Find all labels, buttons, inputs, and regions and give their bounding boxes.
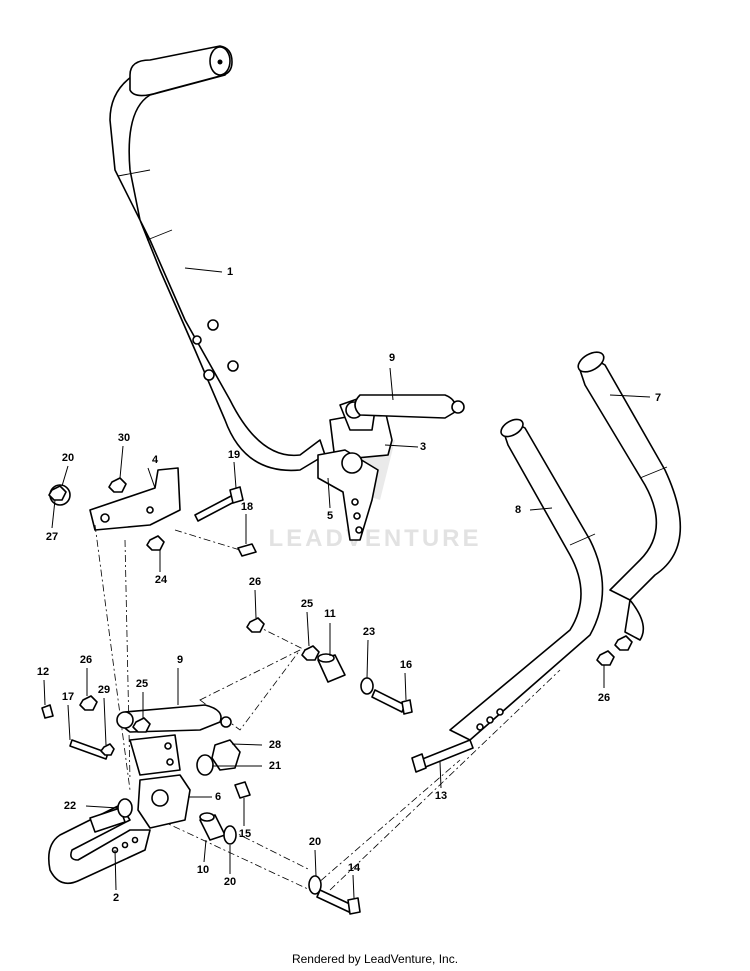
washer-23 — [360, 677, 374, 695]
callout-6: 6 — [215, 791, 221, 803]
callout-1: 1 — [227, 266, 233, 278]
lever-left-upper — [109, 45, 326, 472]
spacer-10 — [199, 812, 226, 841]
callout-22: 22 — [64, 800, 76, 812]
callout-14: 14 — [348, 862, 361, 874]
assembly-line-8 — [254, 624, 306, 651]
pin-18 — [237, 543, 257, 557]
callout-19: 19 — [228, 449, 240, 461]
callout-26-left: 26 — [80, 654, 92, 666]
bracket-4 — [89, 467, 181, 531]
nut-26-left — [79, 695, 98, 711]
callout-20-bottom: 20 — [309, 836, 321, 848]
bolt-14 — [316, 889, 361, 915]
washer-20-bottom — [308, 875, 322, 895]
bracket-lower — [129, 734, 181, 776]
bolt-17 — [69, 739, 109, 760]
nut-24 — [146, 535, 165, 551]
washer-22 — [117, 798, 133, 818]
callout-30: 30 — [118, 432, 130, 444]
watermark-text: LEADVENTURE — [268, 525, 481, 552]
callout-20-lower: 20 — [224, 876, 236, 888]
bolt-15 — [234, 781, 251, 799]
callout-17: 17 — [62, 691, 74, 703]
callouts: 1 2 3 4 5 6 7 8 9 9 10 11 12 13 14 15 16… — [37, 266, 661, 904]
nut-25-mid — [301, 645, 320, 661]
callout-3: 3 — [420, 441, 426, 453]
callout-8: 8 — [515, 504, 521, 516]
callout-7: 7 — [655, 392, 661, 404]
setscrew-12 — [41, 704, 54, 719]
washer-21 — [196, 754, 214, 776]
callout-20-top: 20 — [62, 452, 74, 464]
leader-lines — [43, 267, 651, 899]
nut-25-lower — [132, 717, 151, 733]
callout-10: 10 — [197, 864, 209, 876]
callout-25-lower: 25 — [136, 678, 148, 690]
callout-11: 11 — [324, 608, 336, 620]
callout-4: 4 — [152, 454, 159, 466]
callout-5: 5 — [327, 510, 333, 522]
callout-23: 23 — [363, 626, 375, 638]
spacer-11 — [317, 653, 346, 683]
assembly-line-6 — [329, 669, 561, 891]
callout-25-mid: 25 — [301, 598, 313, 610]
assembly-line-2 — [174, 529, 241, 551]
callout-29: 29 — [98, 684, 110, 696]
handle-2 — [47, 804, 151, 885]
callout-2: 2 — [113, 892, 119, 904]
callout-24: 24 — [155, 574, 168, 586]
callout-21: 21 — [269, 760, 281, 772]
damper-upper — [354, 394, 465, 419]
callout-16: 16 — [400, 659, 412, 671]
bolt-16 — [371, 689, 413, 715]
callout-28: 28 — [269, 739, 281, 751]
nut-29 — [100, 743, 115, 756]
nut-26-mid — [246, 617, 265, 633]
lever-right-7 — [577, 351, 682, 641]
callout-18: 18 — [241, 501, 253, 513]
assembly-line-3 — [124, 539, 131, 781]
callout-15: 15 — [239, 828, 251, 840]
nut-30 — [108, 477, 127, 493]
bolt-13 — [411, 739, 474, 773]
callout-9-upper: 9 — [389, 352, 395, 364]
callout-12: 12 — [37, 666, 49, 678]
callout-26-right: 26 — [598, 692, 610, 704]
washer-20-lower — [223, 825, 237, 845]
nut-26-right — [596, 635, 633, 666]
block-6 — [137, 774, 191, 829]
callout-9-lower: 9 — [177, 654, 183, 666]
callout-26-mid: 26 — [249, 576, 261, 588]
bolt-19 — [194, 486, 244, 522]
footer-credit: Rendered by LeadVenture, Inc. — [291, 952, 459, 966]
lever-right-8 — [449, 418, 604, 741]
washer-nut-20-27 — [48, 484, 71, 506]
nut-28 — [211, 739, 241, 771]
mount-bracket-3-5 — [317, 397, 393, 541]
callout-13: 13 — [435, 790, 447, 802]
callout-27: 27 — [46, 531, 58, 543]
